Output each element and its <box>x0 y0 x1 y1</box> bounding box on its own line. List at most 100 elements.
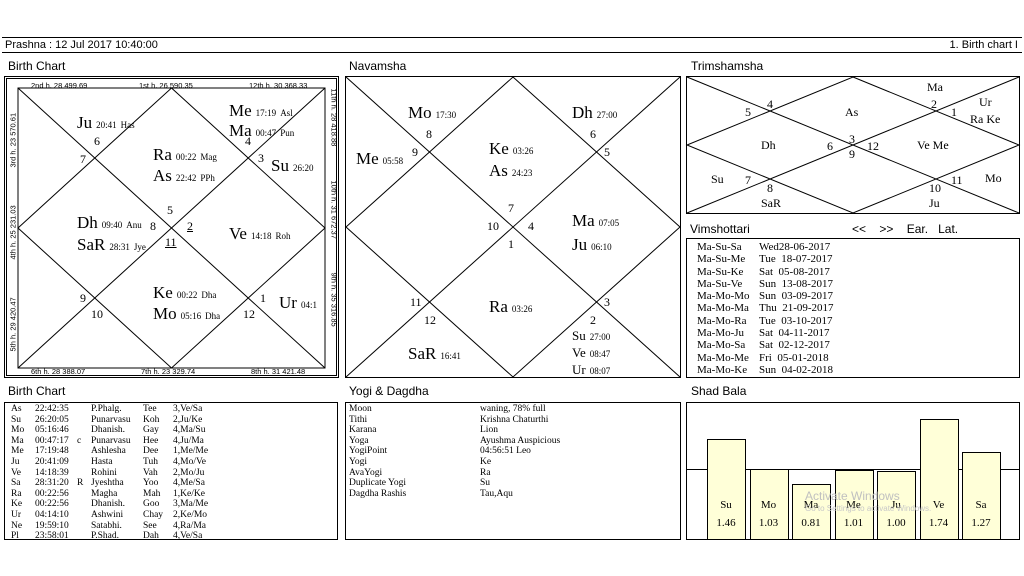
planet-dhooma[interactable]: Dh 09:40 Anu <box>77 213 142 232</box>
baseline-rule <box>687 469 1019 470</box>
position-cell: 28:31:20 <box>35 478 69 489</box>
position-cell: Su <box>11 414 22 425</box>
house-number: 2 <box>187 219 193 233</box>
planet-mercury[interactable]: Me 17:19 Asl <box>229 101 293 120</box>
bala-planet-label: Ve <box>932 499 945 511</box>
position-cell: 2,Ju/Ke <box>173 414 203 425</box>
planet-moon[interactable]: Mo 05:16 Dha <box>153 304 221 323</box>
planet-ascendant[interactable]: As 22:42 PPh <box>153 166 215 185</box>
house-5-strength: 5th h. 29 420.47 <box>8 297 18 352</box>
d30-mars[interactable]: Ma <box>927 80 943 94</box>
house-number: 1 <box>951 105 957 119</box>
yogi-label: Karana <box>349 425 377 436</box>
d30-ascendant[interactable]: As <box>845 105 859 119</box>
dasha-date: Wed28-06-2017 <box>759 241 831 253</box>
later-button[interactable]: Lat. <box>938 222 959 236</box>
d9-moon[interactable]: Mo 17:30 <box>408 103 457 122</box>
position-cell: Dhanish. <box>91 499 126 510</box>
navamsha-chart[interactable]: 8 9 6 5 7 10 4 1 11 12 3 2 Mo 17:30 Me 0… <box>345 76 681 378</box>
dasha-date: Sun 03-09-2017 <box>759 290 833 303</box>
yogi-value: Ke <box>480 457 492 467</box>
house-number: 5 <box>604 145 610 159</box>
d9-mars[interactable]: Ma 07:05 <box>572 211 620 230</box>
d30-uranus[interactable]: Ur <box>979 95 992 109</box>
planet-jupiter[interactable]: Ju 20:41 Has <box>77 113 135 132</box>
yogi-value: Krishna Chaturthi <box>480 414 549 425</box>
earlier-button[interactable]: Ear. <box>906 222 929 236</box>
planet-rahu[interactable]: Ra 00:22 Mag <box>153 145 217 164</box>
d9-venus[interactable]: Ve 08:47 <box>572 345 611 360</box>
birth-chart[interactable]: 2nd h. 28 499.69 1st h. 26 590.35 12th h… <box>4 76 339 378</box>
planet-saturn-retro[interactable]: SaR 28:31 Jye <box>77 235 146 254</box>
chart-selector[interactable]: 1. Birth chart I <box>949 39 1018 51</box>
dasha-period: Ma-Mo-Me <box>697 351 749 364</box>
d30-dhooma[interactable]: Dh <box>761 138 776 152</box>
bala-planet-label: Sa <box>975 499 987 511</box>
d9-dhooma[interactable]: Dh 27:00 <box>572 103 618 122</box>
d30-moon[interactable]: Mo <box>985 171 1002 185</box>
position-cell: 23:58:01 <box>35 531 69 540</box>
house-number: 5 <box>167 203 173 217</box>
dasha-date: Fri 05-01-2018 <box>759 351 829 364</box>
house-number: 4 <box>528 219 534 233</box>
house-1-strength: 1st h. 26 590.35 <box>139 81 193 90</box>
d9-mercury[interactable]: Me 05:58 <box>356 149 404 168</box>
navamsha-title: Navamsha <box>349 59 407 73</box>
yogi-label: Moon <box>349 404 372 414</box>
planet-uranus[interactable]: Ur 04:1 <box>279 293 317 312</box>
dasha-row[interactable]: Ma-Mo-Me Fri 05-01-2018 <box>697 352 1019 364</box>
prev-button[interactable]: << <box>852 222 867 236</box>
position-cell: Jyeshtha <box>91 478 124 489</box>
planet-ketu[interactable]: Ke 00:22 Dha <box>153 283 217 302</box>
house-number: 2 <box>931 97 937 111</box>
house-11-strength: 11th h. 28 418.88 <box>329 88 339 147</box>
next-button[interactable]: >> <box>879 222 894 236</box>
d30-jupiter[interactable]: Ju <box>929 196 940 210</box>
title-bar: Prashna : 12 Jul 2017 10:40:00 1. Birth … <box>2 37 1022 53</box>
trimshamsha-chart[interactable]: 4 5 3 9 6 12 7 8 2 1 10 11 Ma Ur Ra Ke A… <box>685 76 1021 214</box>
position-cell: Goo <box>143 499 160 510</box>
position-cell: Dah <box>143 531 159 540</box>
planet-sun[interactable]: Su 26:20 <box>271 156 314 175</box>
house-number: 12 <box>424 313 436 327</box>
position-cell: 14:18:39 <box>35 467 69 478</box>
d9-ascendant[interactable]: As 24:23 <box>489 161 533 180</box>
d9-uranus[interactable]: Ur 08:07 <box>572 362 611 377</box>
d9-ketu[interactable]: Ke 03:26 <box>489 139 534 158</box>
position-cell: Ve <box>11 467 22 478</box>
planet-mars[interactable]: Ma 00:47 Pun <box>229 121 295 140</box>
position-cell: Gay <box>143 425 159 436</box>
d9-sun[interactable]: Su 27:00 <box>572 328 611 343</box>
bala-bar <box>919 419 959 539</box>
yogi-label: Yoga <box>349 435 369 446</box>
planet-venus[interactable]: Ve 14:18 Roh <box>229 224 291 243</box>
bala-planet-label: Mo <box>760 499 777 511</box>
d30-rahu-ketu[interactable]: Ra Ke <box>970 112 1001 126</box>
d30-saturn-retro[interactable]: SaR <box>761 196 782 210</box>
house-number: 1 <box>508 237 514 251</box>
position-cell: 1,Ke/Ke <box>173 488 205 499</box>
d9-saturn-retro[interactable]: SaR 16:41 <box>408 344 461 363</box>
house-number: 8 <box>426 127 432 141</box>
d30-sun[interactable]: Su <box>711 172 724 186</box>
d9-jupiter[interactable]: Ju 06:10 <box>572 235 612 254</box>
yogi-value: waning, 78% full <box>480 404 546 414</box>
d9-rahu[interactable]: Ra 03:26 <box>489 297 533 316</box>
house-number: 3 <box>849 132 855 146</box>
shad-bala-title: Shad Bala <box>691 384 747 398</box>
position-cell: 4,Ju/Ma <box>173 435 204 446</box>
bala-value-label: 1.01 <box>843 517 864 529</box>
activation-watermark-sub: Go to Settings to activate Windows. <box>805 504 932 513</box>
d30-venus-mercury[interactable]: Ve Me <box>917 138 949 152</box>
